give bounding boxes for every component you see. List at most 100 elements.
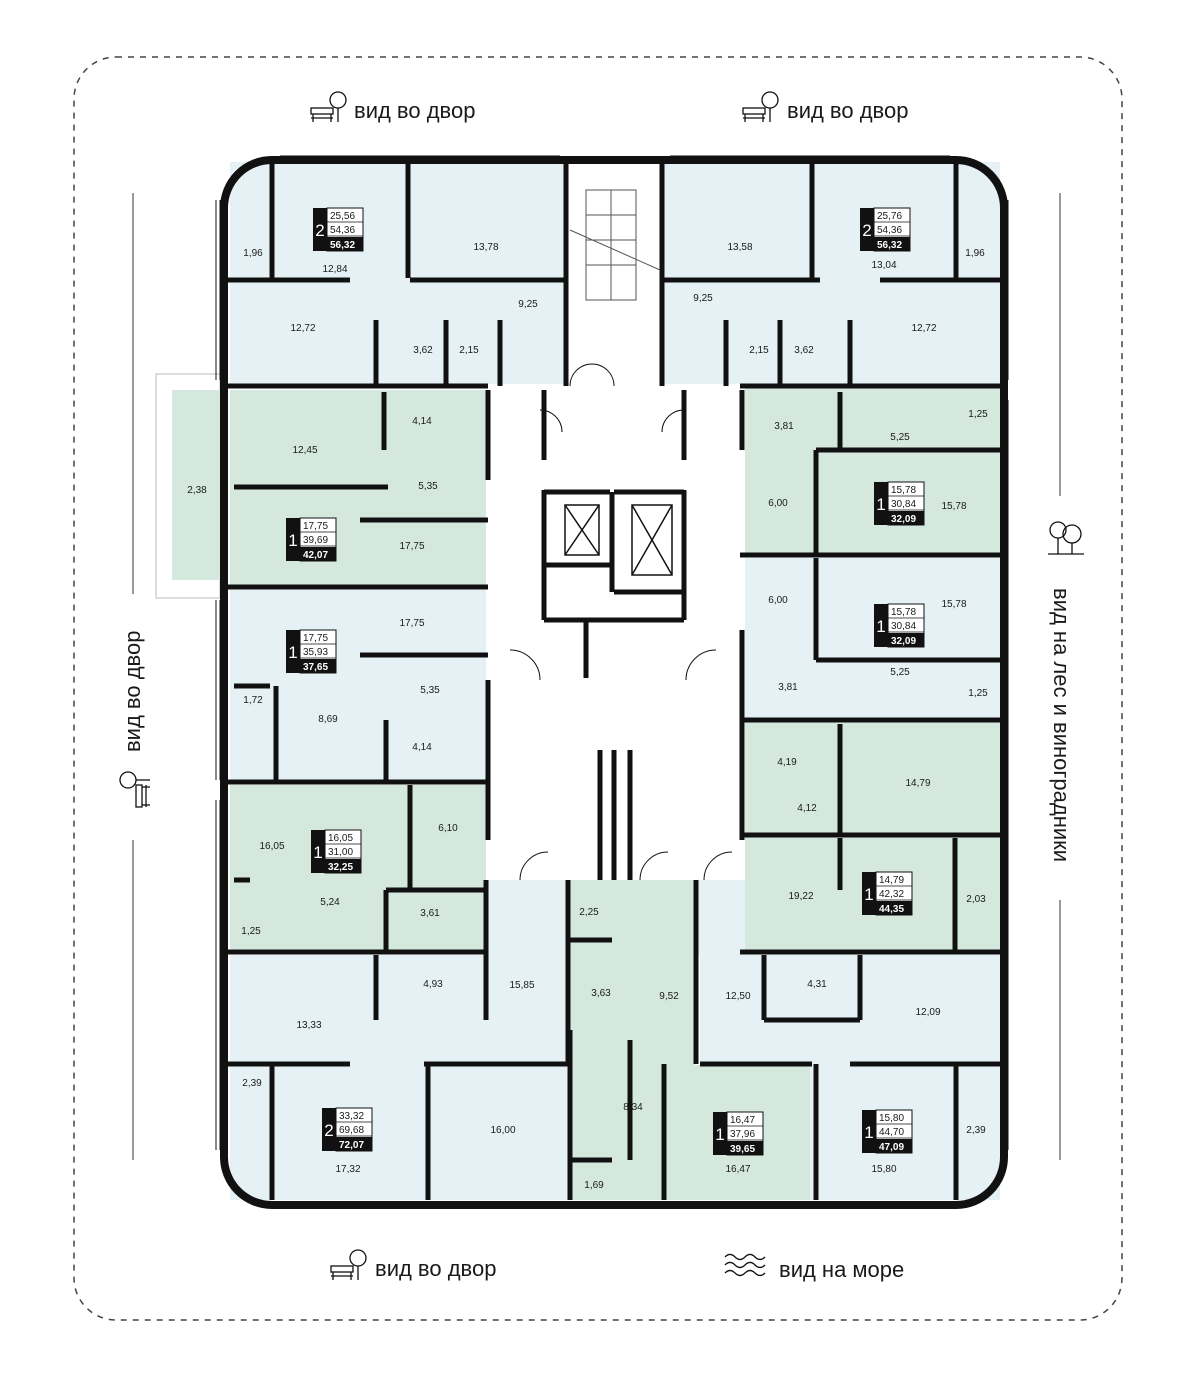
waves-icon (724, 1253, 766, 1277)
view-label: вид во двор (375, 1256, 496, 1281)
badge-total-rooms: 44,70 (879, 1127, 904, 1138)
badge-total: 39,65 (730, 1144, 755, 1155)
building-shell (220, 156, 1008, 1209)
room-area: 17,75 (399, 618, 424, 629)
view-bottom-left: вид во двор (330, 1249, 496, 1281)
room-area: 3,61 (420, 908, 440, 919)
badge-living: 14,79 (879, 875, 904, 886)
badge-living: 25,56 (330, 211, 355, 222)
badge-rooms: 2 (862, 221, 871, 240)
room-area: 5,35 (420, 685, 440, 696)
room-area: 12,72 (290, 323, 315, 334)
badge-living: 33,32 (339, 1111, 364, 1122)
room-area: 5,25 (890, 432, 910, 443)
room-area: 4,14 (412, 416, 432, 427)
room-area: 3,81 (774, 421, 794, 432)
badge-total: 32,09 (891, 636, 916, 647)
view-left: вид во двор (119, 631, 150, 808)
room-area: 4,14 (412, 742, 432, 753)
badge-total-rooms: 30,84 (891, 499, 916, 510)
badge-rooms: 1 (876, 617, 885, 636)
room-area: 2,38 (187, 485, 207, 496)
badge-rooms: 1 (313, 843, 322, 862)
badge-total-rooms: 54,36 (330, 225, 355, 236)
interior-walls (224, 162, 1004, 1200)
room-area: 16,05 (259, 841, 284, 852)
room-area: 3,62 (794, 345, 814, 356)
courtyard-icon (119, 771, 150, 808)
room-area: 12,09 (915, 1007, 940, 1018)
room-area: 13,58 (727, 242, 752, 253)
badge-total: 47,09 (879, 1142, 904, 1153)
room-area: 12,50 (725, 991, 750, 1002)
badge-total-rooms: 54,36 (877, 225, 902, 236)
view-bottom-right: вид на море (724, 1253, 904, 1282)
room-area: 13,04 (871, 260, 896, 271)
room-area: 2,25 (579, 907, 599, 918)
room-area: 12,45 (292, 445, 317, 456)
site-outline (73, 56, 1123, 1321)
view-right: вид на лес и виноградники (1048, 521, 1084, 862)
badge-rooms: 1 (864, 1123, 873, 1142)
room-area: 4,31 (807, 979, 827, 990)
badge-total-rooms: 69,68 (339, 1125, 364, 1136)
room-area: 15,78 (941, 599, 966, 610)
corridor-door-arcs (509, 363, 733, 881)
room-area: 4,19 (777, 757, 797, 768)
badge-rooms: 1 (876, 495, 885, 514)
room-area: 5,24 (320, 897, 340, 908)
room-area: 2,15 (459, 345, 479, 356)
apartment-badge: 1 15,78 30,84 32,09 (874, 603, 925, 648)
view-label: вид на лес и виноградники (1049, 588, 1074, 862)
badge-living: 15,78 (891, 607, 916, 618)
room-area: 5,35 (418, 481, 438, 492)
room-area: 1,69 (584, 1180, 604, 1191)
courtyard-icon (310, 91, 347, 122)
badge-total-rooms: 35,93 (303, 647, 328, 658)
room-area: 12,72 (911, 323, 936, 334)
forest-icon (1048, 521, 1084, 555)
badge-rooms: 1 (288, 643, 297, 662)
room-area: 2,39 (966, 1125, 986, 1136)
badge-total: 32,09 (891, 514, 916, 525)
badge-rooms: 2 (324, 1121, 333, 1140)
room-area: 2,03 (966, 894, 986, 905)
room-area: 16,47 (725, 1164, 750, 1175)
room-area: 17,75 (399, 541, 424, 552)
badge-living: 25,76 (877, 211, 902, 222)
room-area: 3,81 (778, 682, 798, 693)
badge-total-rooms: 30,84 (891, 621, 916, 632)
badge-rooms: 1 (288, 531, 297, 550)
room-area: 8,69 (318, 714, 338, 725)
room-area: 13,33 (296, 1020, 321, 1031)
room-area: 1,72 (243, 695, 263, 706)
badge-living: 17,75 (303, 633, 328, 644)
room-area: 1,25 (968, 409, 988, 420)
room-area: 12,84 (322, 264, 347, 275)
room-area: 2,15 (749, 345, 769, 356)
room-area: 6,00 (768, 595, 788, 606)
badge-living: 16,05 (328, 833, 353, 844)
room-area: 1,96 (965, 248, 985, 259)
room-area: 5,25 (890, 667, 910, 678)
room-area: 1,25 (241, 926, 261, 937)
room-area: 1,25 (968, 688, 988, 699)
lift-shafts (564, 504, 673, 576)
room-area: 8,34 (623, 1102, 643, 1113)
room-area: 9,25 (693, 293, 713, 304)
badge-total-rooms: 42,32 (879, 889, 904, 900)
badge-total: 32,25 (328, 862, 353, 873)
view-top-right: вид во двор (742, 91, 908, 123)
room-area: 16,00 (490, 1125, 515, 1136)
room-area: 4,93 (423, 979, 443, 990)
room-area: 17,32 (335, 1164, 360, 1175)
